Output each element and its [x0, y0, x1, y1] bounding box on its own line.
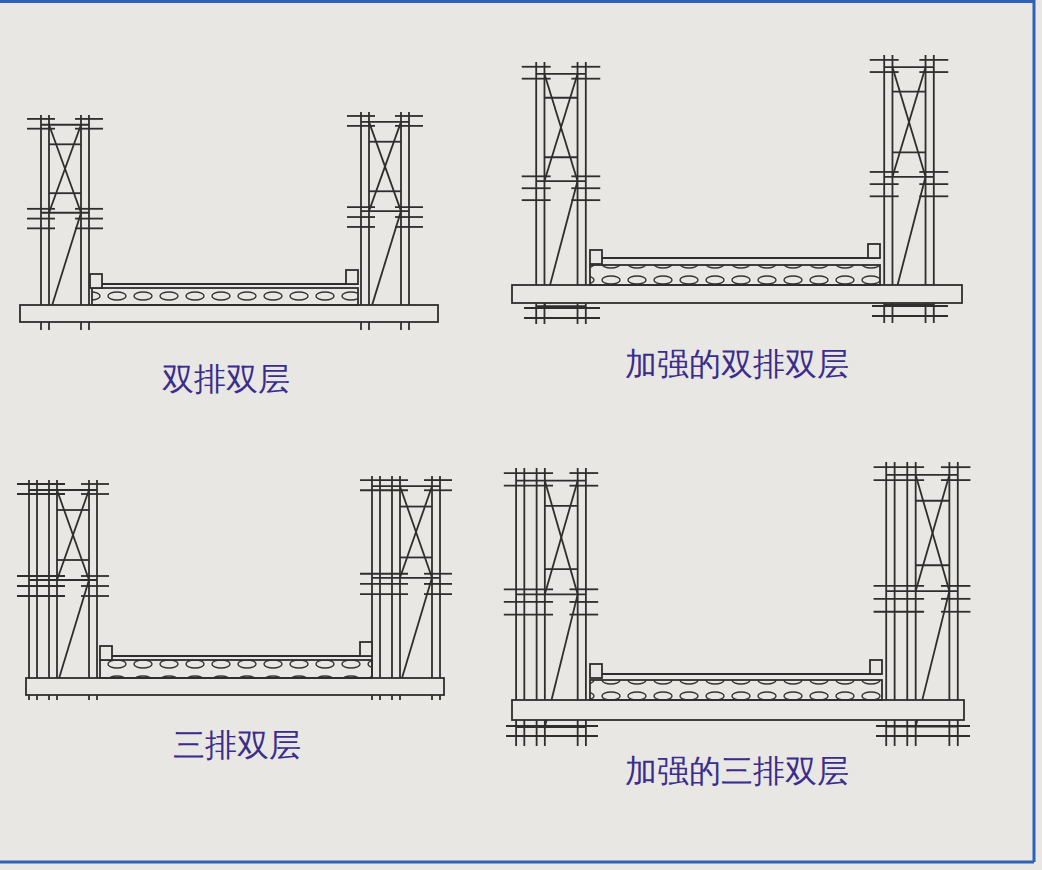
curb: [90, 274, 102, 288]
curb: [590, 250, 602, 264]
deck: [100, 660, 372, 678]
bridge-section: [504, 462, 971, 746]
deck-plate: [590, 257, 880, 259]
caption-label: 加强的三排双层: [625, 752, 849, 790]
cross-beam: [20, 305, 438, 322]
bridge-section: [512, 55, 962, 324]
deck-plate: [590, 673, 882, 675]
deck-plate: [92, 283, 358, 285]
truss-tower: [870, 55, 949, 323]
frame-line: [0, 861, 1034, 864]
cross-beam: [512, 700, 964, 720]
caption-label: 三排双层: [173, 726, 301, 764]
bridge-section: [20, 112, 438, 330]
curb: [360, 642, 372, 656]
cross-beam: [512, 285, 962, 303]
curb: [590, 664, 602, 678]
caption-label: 双排双层: [162, 360, 290, 398]
bridge-section: [17, 476, 452, 700]
truss-tower: [17, 480, 109, 700]
curb: [100, 646, 112, 660]
reinforcing-chord: [524, 306, 948, 318]
reinforcing-chord: [506, 726, 970, 736]
caption-label: 加强的双排双层: [625, 345, 849, 383]
deck: [590, 680, 882, 700]
frame-line: [1033, 0, 1036, 862]
curb: [346, 270, 358, 284]
deck: [92, 288, 358, 305]
deck: [590, 265, 880, 285]
frame-line: [0, 0, 1034, 3]
cross-beam: [26, 678, 444, 695]
truss-tower: [360, 476, 452, 700]
deck-plate: [100, 655, 372, 657]
curb: [868, 244, 880, 258]
curb: [870, 660, 882, 674]
